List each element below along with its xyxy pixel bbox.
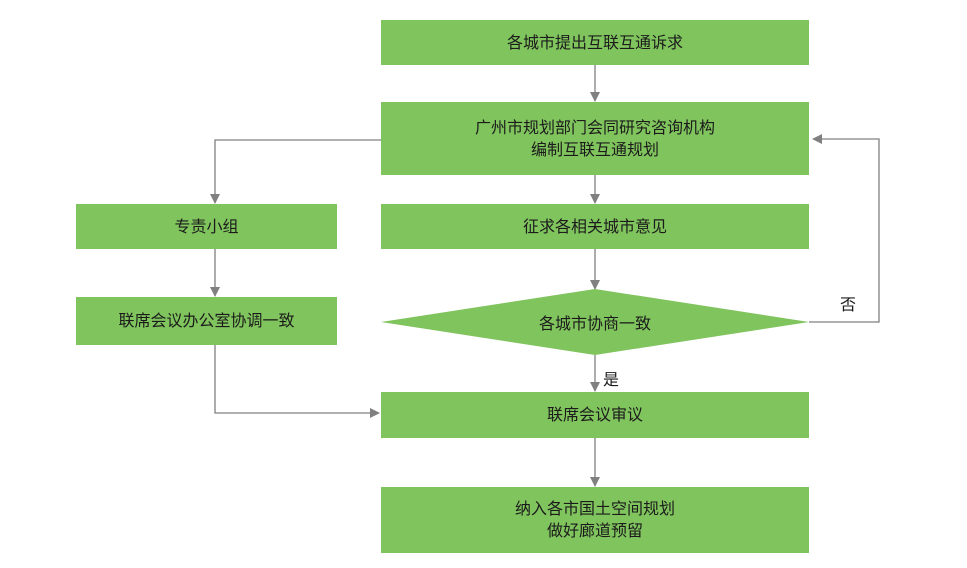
node-compile: 广州市规划部门会同研究咨询机构 编制互联互通规划 [381,102,809,175]
node-team: 专责小组 [76,204,337,249]
node-include: 纳入各市国土空间规划 做好廊道预留 [381,487,809,553]
decision-diamond [381,289,809,355]
node-office-label: 联席会议办公室协调一致 [118,311,295,330]
node-compile-line2: 编制互联互通规划 [530,139,659,159]
edge-label-yes: 是 [603,370,620,389]
node-compile-line1: 广州市规划部门会同研究咨询机构 [474,117,715,137]
node-consult: 各城市协商一致 [381,289,809,355]
node-include-line1: 纳入各市国土空间规划 [514,499,675,518]
arrow-compile-to-team [210,139,381,204]
node-review-label: 联席会议审议 [546,405,643,424]
arrow-consult-no-loop [809,134,880,323]
node-office: 联席会议办公室协调一致 [76,297,337,345]
node-team-label: 专责小组 [174,216,239,236]
edge-label-no: 否 [840,295,857,314]
node-solicit-label: 征求各相关城市意见 [522,216,667,236]
node-consult-label: 各城市协商一致 [538,314,651,333]
node-solicit: 征求各相关城市意见 [381,204,809,249]
node-include-line2: 做好廊道预留 [546,521,643,540]
arrow-office-to-review [214,345,380,418]
node-request-label: 各城市提出互联互通诉求 [506,32,683,52]
node-review: 联席会议审议 [381,392,809,438]
node-request: 各城市提出互联互通诉求 [381,20,809,65]
